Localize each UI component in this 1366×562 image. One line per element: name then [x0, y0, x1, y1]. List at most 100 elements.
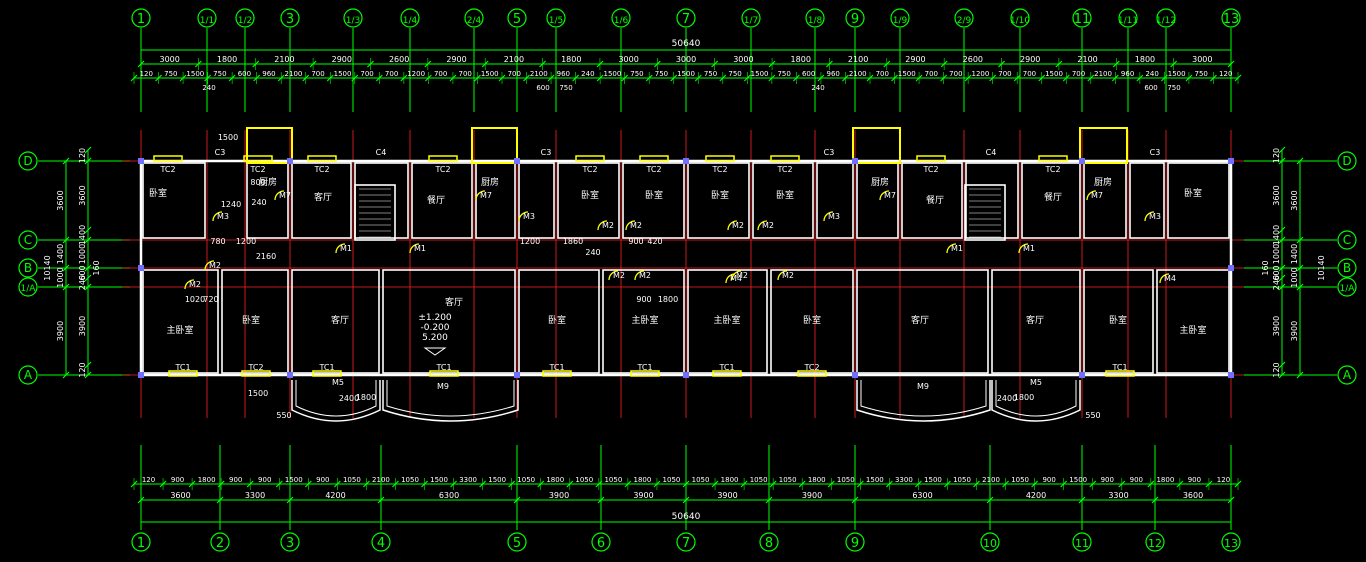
bottom-dim-row1-value: 1500 — [1069, 476, 1087, 484]
misc-label: 1860 — [563, 237, 583, 246]
right-dim-inner-tick — [1278, 283, 1286, 291]
window — [241, 370, 271, 377]
right-dim-inner-value: 600 — [1272, 265, 1281, 280]
door-label: M4 — [730, 274, 742, 283]
top-dim-row2-value: 1500 — [481, 70, 499, 78]
top-dim-row1-value: 3000 — [160, 55, 180, 64]
misc-label: C4 — [986, 148, 997, 157]
axis-circle-top — [131, 8, 151, 28]
door-swing — [634, 270, 645, 281]
axis-circle-top — [546, 8, 566, 28]
left-dim-outer-tick — [62, 157, 70, 165]
bottom-dim-row1-value: 1050 — [575, 476, 593, 484]
bottom-dim-row2-value: 3300 — [245, 491, 265, 500]
bottom-dim-row1-value: 1500 — [866, 476, 884, 484]
bottom-dim-row2-value: 3600 — [170, 491, 190, 500]
top-balcony — [246, 127, 293, 164]
top-dim-row1-value: 2100 — [848, 55, 868, 64]
top-dim-row1-value: 2900 — [1020, 55, 1040, 64]
top-dim-row2-value: 960 — [1121, 70, 1134, 78]
window-label: TC1 — [318, 363, 334, 372]
axis-label-left: B — [24, 261, 32, 275]
axis-label-top: 1/1 — [200, 16, 214, 26]
door-label: M4 — [1164, 274, 1176, 283]
axis-circle-left — [18, 277, 38, 297]
top-dim-row2-value: 700 — [434, 70, 447, 78]
elevation-value: 5.200 — [422, 333, 448, 343]
window — [429, 370, 459, 377]
door-swing — [212, 211, 223, 222]
right-dim-extra: 160 — [1261, 260, 1270, 275]
top-dim-row1-value: 2100 — [504, 55, 524, 64]
window — [542, 370, 572, 377]
door-label: M1 — [1023, 244, 1035, 253]
misc-label: 1500 — [218, 133, 238, 142]
window — [307, 155, 337, 162]
misc-label: 1240 — [221, 200, 241, 209]
top-dim-row3-value: 750 — [1167, 84, 1180, 92]
window-label: TC2 — [249, 165, 265, 174]
room-label: 卧室 — [1109, 314, 1127, 326]
left-dim-outer-value: 3600 — [56, 190, 65, 210]
axis-circle-top — [845, 8, 865, 28]
top-dim-row2-value: 700 — [1072, 70, 1085, 78]
door-swing — [757, 220, 768, 231]
axis-label-top: 1/3 — [346, 16, 360, 26]
bottom-dim-row1-value: 1050 — [663, 476, 681, 484]
wall-box — [816, 162, 854, 239]
top-balcony — [1079, 127, 1128, 164]
window — [916, 155, 946, 162]
wall-box — [354, 184, 396, 241]
bottom-dim-row2-value: 3900 — [549, 491, 569, 500]
right-dim-inner-value: 3900 — [1272, 316, 1281, 336]
misc-label: 1800 — [658, 295, 678, 304]
top-dim-row1-value: 2600 — [963, 55, 983, 64]
misc-label: 1020 — [185, 295, 205, 304]
right-dim-outer-tick — [1296, 157, 1304, 165]
misc-label: 2400 — [997, 394, 1017, 403]
left-dim-inner-value: 120 — [78, 148, 87, 163]
axis-label-right: D — [1342, 154, 1351, 168]
misc-label: C3 — [215, 148, 226, 157]
window-label: TC2 — [247, 363, 263, 372]
misc-label: 900 — [628, 237, 643, 246]
axis-label-bottom: 4 — [377, 536, 385, 551]
top-dim-row2-value: 750 — [728, 70, 741, 78]
top-dim-row1-value: 2100 — [1077, 55, 1097, 64]
bottom-dim-row1-value: 1500 — [488, 476, 506, 484]
room-label: 客厅 — [911, 314, 929, 326]
wall-box — [1021, 162, 1081, 239]
top-total-dim: 50640 — [672, 39, 701, 49]
top-dim-row2-value: 750 — [164, 70, 177, 78]
top-dim-row1-value: 2900 — [905, 55, 925, 64]
axis-circle-top — [1118, 8, 1138, 28]
door-label: M2 — [732, 221, 744, 230]
door-label: M2 — [189, 280, 201, 289]
window — [1105, 370, 1135, 377]
bottom-dim-row1-value: 900 — [1188, 476, 1201, 484]
door-label: M2 — [630, 221, 642, 230]
window-label: TC1 — [435, 363, 451, 372]
top-dim-row3-value: 240 — [202, 84, 215, 92]
top-dim-row2-value: 960 — [557, 70, 570, 78]
door-label: M3 — [1149, 212, 1161, 221]
axis-circle-bottom — [131, 532, 151, 552]
axis-label-top: 1 — [137, 12, 145, 27]
bottom-dim-row1-value: 3300 — [895, 476, 913, 484]
column — [138, 372, 144, 378]
top-balcony — [471, 127, 518, 164]
top-dim-row2-value: 700 — [459, 70, 472, 78]
column — [287, 372, 293, 378]
left-dim-inner-tick — [84, 283, 92, 291]
door-swing — [274, 190, 285, 201]
top-dim-row2-value: 1500 — [334, 70, 352, 78]
room-label: 卧室 — [803, 314, 821, 326]
misc-label: 900 — [636, 295, 651, 304]
window — [639, 155, 669, 162]
column — [138, 265, 144, 271]
wall-box — [411, 162, 473, 239]
top-dim-row1-value: 3000 — [1192, 55, 1212, 64]
door-swing — [625, 220, 636, 231]
top-dim-row2-value: 700 — [998, 70, 1011, 78]
left-dim-inner-value: 3600 — [78, 185, 87, 205]
